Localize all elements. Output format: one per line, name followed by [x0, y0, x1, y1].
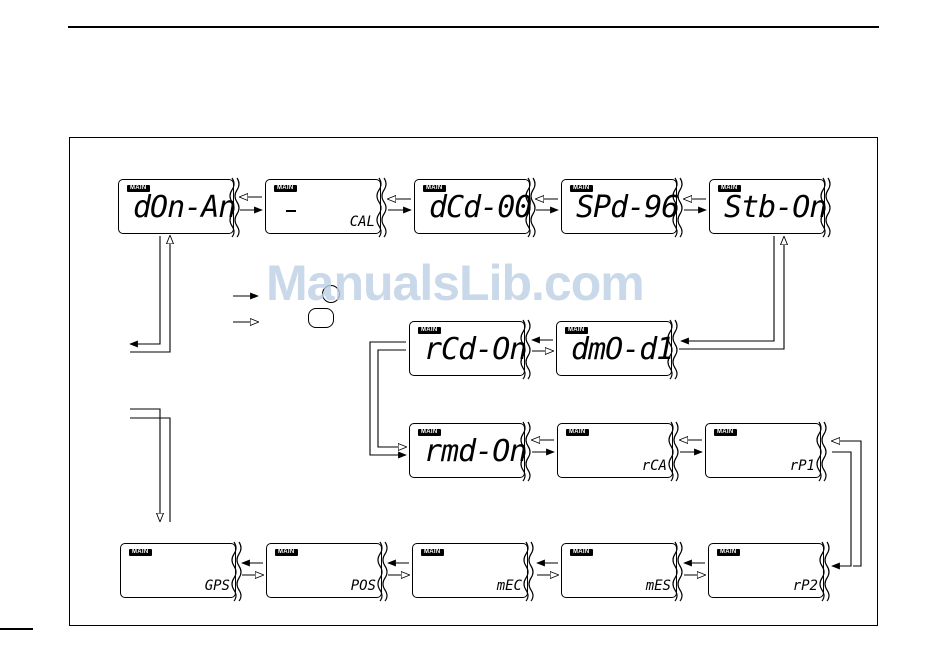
arrow-back [130, 418, 170, 522]
arrow-back [130, 236, 170, 352]
arrow-fwd [370, 342, 406, 455]
arrow-fwd [130, 409, 160, 521]
arrow-fwd [681, 236, 774, 341]
arrow-back [832, 441, 861, 566]
arrow-back [679, 237, 784, 349]
arrow-fwd [832, 452, 851, 566]
arrow-back [378, 350, 406, 447]
watermark: ManualsLib.com [266, 254, 644, 312]
arrow-fwd [130, 236, 160, 344]
